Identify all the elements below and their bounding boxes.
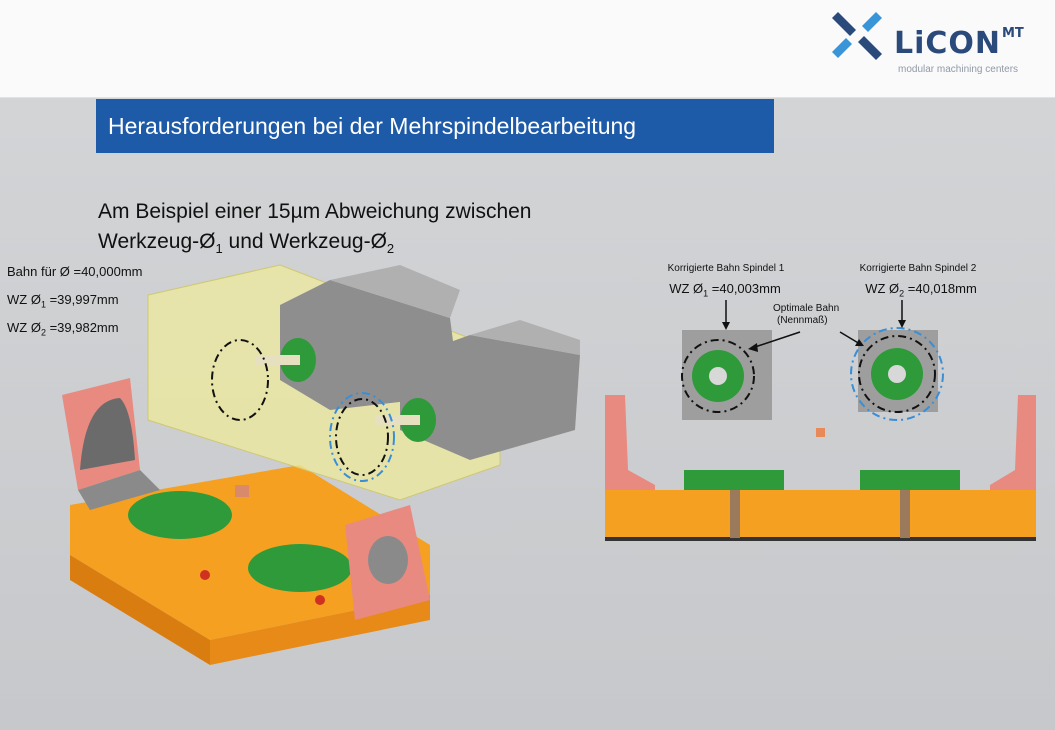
logo-brand: LiCON <box>894 26 1002 61</box>
clamping-plate-2 <box>248 544 352 592</box>
front-clamping-plate-1 <box>684 470 784 490</box>
optimal-path-label-2: (Nennmaß) <box>777 315 828 326</box>
spindle-housing-2 <box>400 335 580 460</box>
spec-tool-diameter-2: WZ Ø2 =39,982mm <box>7 320 119 338</box>
spindle-1-value: WZ Ø1 =40,003mm <box>669 281 781 299</box>
front-tool-path-2 <box>858 335 936 413</box>
spec-tool-diameter-1: WZ Ø1 =39,997mm <box>7 292 119 310</box>
front-column-left <box>605 395 655 490</box>
logo-suffix: MT <box>1002 26 1024 41</box>
tool-path-2 <box>329 392 395 482</box>
slide-title: Herausforderungen bei der Mehrspindelbea… <box>108 113 637 139</box>
spindle-1-title: Korrigierte Bahn Spindel 1 <box>667 263 785 274</box>
front-clamping-plate-2 <box>860 470 960 490</box>
optimal-path-label-1: Optimale Bahn <box>773 303 840 314</box>
front-base <box>605 490 1036 540</box>
tool-path-1 <box>211 339 269 421</box>
slide-heading: Am Beispiel einer 15µm Abweichung zwisch… <box>98 197 531 264</box>
heading-line-1: Am Beispiel einer 15µm Abweichung zwisch… <box>98 200 532 223</box>
spec-path-diameter: Bahn für Ø =40,000mm <box>7 264 143 279</box>
logo-tagline: modular machining centers <box>898 64 1019 75</box>
front-tool-path-1 <box>681 339 755 413</box>
licon-logo-mark-icon <box>832 12 882 60</box>
heading-line-2: Werkzeug-Ø1 und Werkzeug-Ø2 <box>98 230 395 257</box>
spindle-2-title: Korrigierte Bahn Spindel 2 <box>859 263 977 274</box>
spindle-2-value: WZ Ø2 =40,018mm <box>865 281 977 299</box>
licon-logo: LiCON MT modular machining centers <box>832 10 1042 80</box>
slide-header: LiCON MT modular machining centers <box>0 0 1055 98</box>
clamping-plate-1 <box>128 491 232 539</box>
title-bar: Herausforderungen bei der Mehrspindelbea… <box>96 99 774 153</box>
front-column-right <box>990 395 1036 490</box>
